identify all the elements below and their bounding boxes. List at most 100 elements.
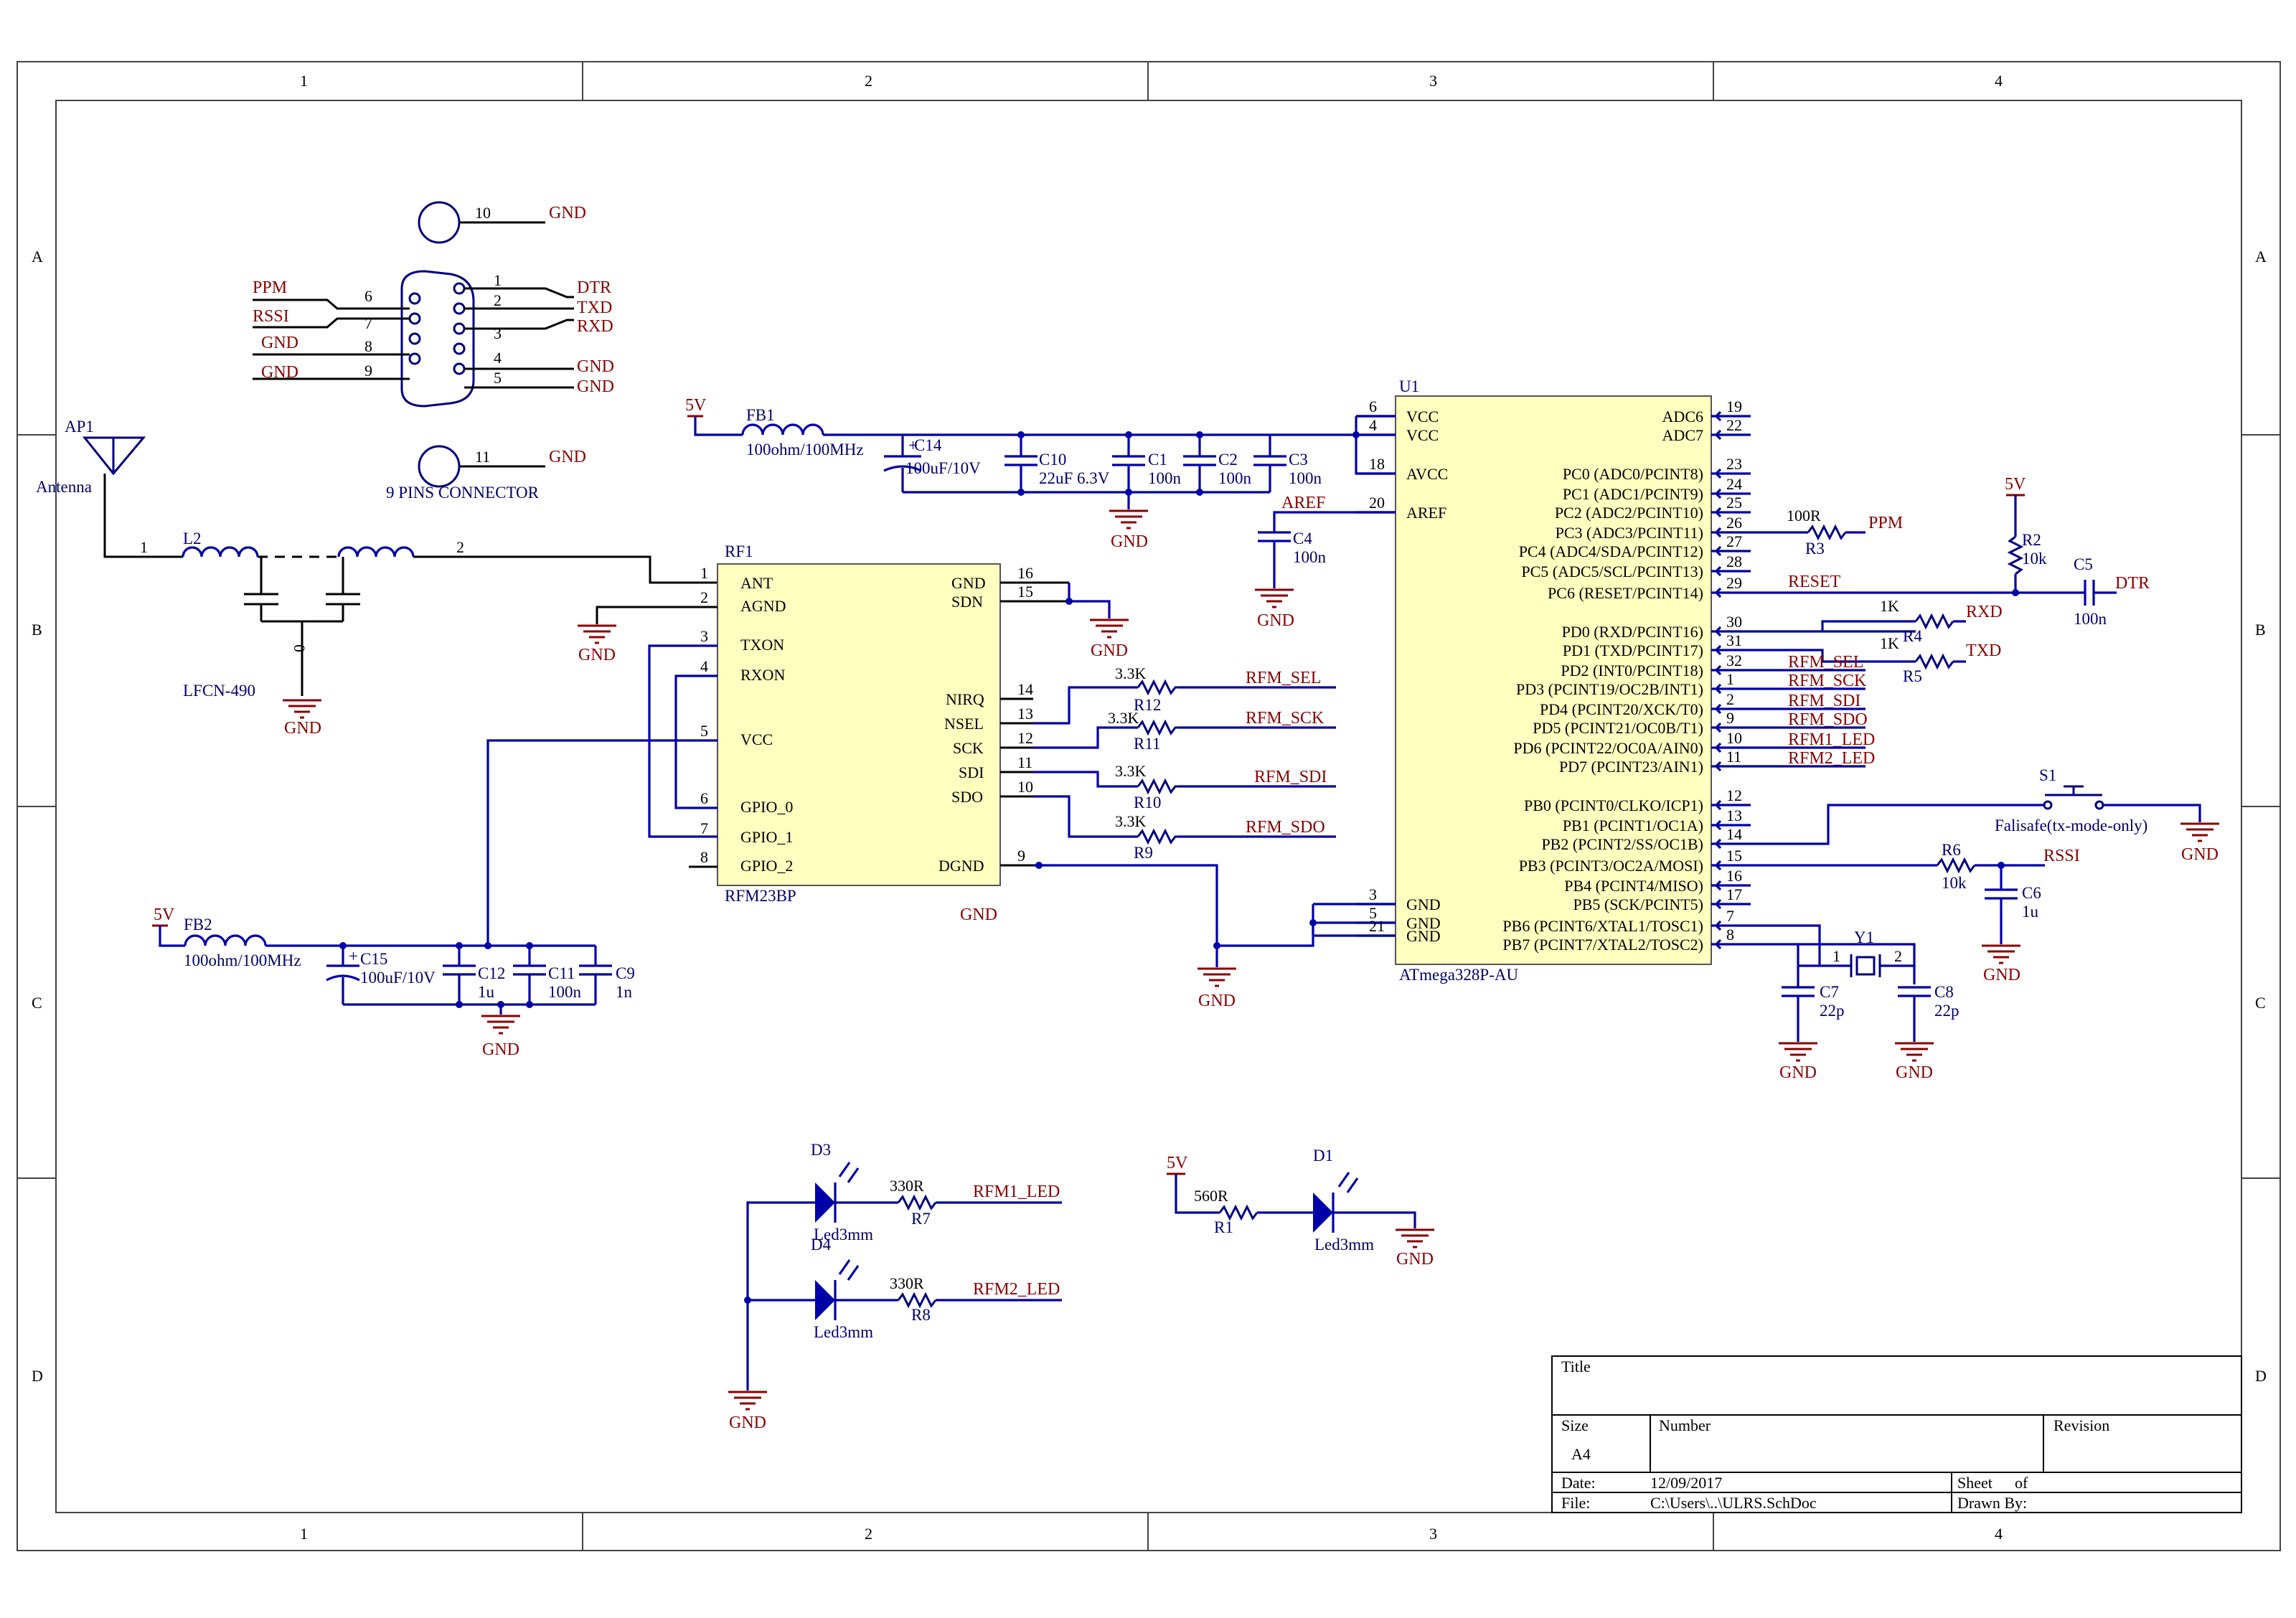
rf1-part: RFM23BP: [725, 887, 796, 905]
c14-plus: +: [908, 436, 918, 454]
rf1-pin-dgnd: DGND: [938, 857, 984, 875]
gnd-rf1-sdn: GND: [1091, 641, 1128, 660]
c4-value: 100n: [1293, 548, 1327, 566]
c12-value: 1u: [478, 983, 495, 1001]
pin-num-4: 4: [494, 349, 502, 367]
u1-pin-avcc: AVCC: [1406, 465, 1448, 483]
c12-ref: C12: [478, 964, 505, 982]
u1-pin-8: PC6 (RESET/PCINT14): [1548, 584, 1703, 602]
rf1-ref: RF1: [725, 542, 753, 560]
u1-pin-10: PD1 (TXD/PCINT17): [1563, 641, 1703, 659]
connector-9pin: 10 GND 11 GND 6 7 8 9 PPM RSSI GND GND 1…: [253, 201, 614, 502]
gnd-rf1-agnd: GND: [578, 646, 616, 664]
aref-section: AREF C4 100n GND: [1255, 494, 1396, 630]
net-rfm-sdo-rf: RFM_SDO: [1246, 818, 1325, 837]
u1-pin-gnd: GND: [1406, 914, 1441, 932]
r3-ref: R3: [1805, 540, 1825, 558]
sheet-label: Sheet: [1957, 1474, 1992, 1492]
size-value: A4: [1571, 1445, 1591, 1463]
net-rssi-conn: RSSI: [253, 307, 289, 326]
u1-pin-15: PD6 (PCINT22/OC0A/AIN0): [1513, 739, 1703, 757]
u1-pin-aref: AREF: [1406, 504, 1446, 522]
net-ppm-mcu: PPM: [1868, 514, 1903, 532]
r12-value: 3.3K: [1115, 664, 1147, 682]
rf1-num-4: 4: [700, 657, 708, 675]
mount-hole-10: [418, 201, 461, 244]
date-value: 12/09/2017: [1650, 1474, 1722, 1492]
u1-num-19: 19: [1726, 398, 1742, 415]
gnd-d1: GND: [1396, 1250, 1434, 1269]
u1-num-31: 31: [1726, 631, 1742, 649]
c15-value: 100uF/10V: [360, 969, 436, 987]
c7-value: 22p: [1820, 1002, 1845, 1020]
u1-pin-19: PB2 (PCINT2/SS/OC1B): [1541, 835, 1703, 853]
gnd-top-caps: GND: [1111, 532, 1148, 551]
u1-pin-4: PC2 (ADC2/PCINT10): [1555, 504, 1703, 522]
l2-pin2: 2: [456, 538, 464, 556]
filter-part: LFCN-490: [183, 682, 255, 700]
pin-num-3: 3: [494, 324, 502, 342]
net-dtr-conn: DTR: [577, 278, 611, 297]
c9-ref: C9: [616, 964, 635, 982]
pin-num-10: 10: [475, 204, 491, 222]
y1-crystal: [1855, 956, 1876, 976]
l2-inductor-a: [182, 546, 259, 558]
l2-ref: L2: [183, 530, 202, 547]
rf1-num-2: 2: [700, 588, 708, 606]
rf1-pin-gpio1: GPIO_1: [740, 828, 793, 846]
u1-ref: U1: [1399, 377, 1419, 395]
net-gnd-conn-4: GND: [577, 357, 614, 376]
net-rfm-sck-rf: RFM_SCK: [1246, 709, 1325, 728]
row-label-c-right: C: [2255, 994, 2266, 1012]
rf1-pin-sck: SCK: [953, 739, 984, 757]
c10-ref: C10: [1039, 451, 1066, 469]
r10-value: 3.3K: [1115, 762, 1147, 780]
u1-num-15: 15: [1726, 847, 1742, 865]
row-label-c: C: [32, 994, 42, 1012]
pin-num-6: 6: [364, 287, 372, 305]
led-section: GND D3 Led3mm 330R R7 RFM1_LED D4 Led3mm…: [728, 1141, 1434, 1432]
mount-hole-11: [418, 445, 461, 488]
r7-value: 330R: [890, 1177, 924, 1195]
rf1-module: RF1 RFM23BP ANT AGND TXON RXON VCC GPIO_…: [486, 542, 1396, 1010]
antenna-label: Antenna: [36, 478, 92, 496]
rf1-num-10: 10: [1017, 778, 1033, 796]
c1-ref: C1: [1148, 451, 1167, 469]
u1-num-11: 11: [1726, 748, 1741, 766]
c1-value: 100n: [1148, 469, 1182, 487]
row-label-a-right: A: [2255, 248, 2267, 265]
r6-ref: R6: [1942, 841, 1961, 859]
col-label-2: 2: [865, 72, 872, 90]
u1-pin-5: PC3 (ADC3/PCINT11): [1556, 524, 1703, 542]
u1-pin-20: PB3 (PCINT3/OC2A/MOSI): [1519, 857, 1703, 875]
c15-plus: +: [349, 947, 358, 965]
v5-bottom: 5V: [154, 906, 175, 924]
r5-ref: R5: [1903, 667, 1922, 685]
u1-pin-18: PB1 (PCINT1/OC1A): [1563, 817, 1703, 834]
net-txd-mcu: TXD: [1966, 641, 2001, 660]
u1-pin-vcc: VCC: [1406, 426, 1439, 444]
file-label: File:: [1561, 1494, 1590, 1512]
v5-d1: 5V: [1167, 1154, 1188, 1172]
fb2-ref: FB2: [184, 916, 212, 933]
u1-num-21: 21: [1369, 917, 1385, 935]
u1-num-24: 24: [1726, 475, 1742, 493]
u1-pin-0: ADC6: [1662, 408, 1703, 425]
rf1-pin-gpio2: GPIO_2: [740, 857, 793, 875]
u1-pin-13: PD4 (PCINT20/XCK/T0): [1540, 700, 1703, 718]
c8-value: 22p: [1934, 1002, 1959, 1020]
c14-ref: C14: [914, 436, 942, 454]
rf1-pin-gpio0: GPIO_0: [740, 798, 793, 816]
fb1-value: 100ohm/100MHz: [746, 441, 864, 458]
u1-pin-23: PB6 (PCINT6/XTAL1/TOSC1): [1502, 917, 1703, 935]
r11-ref: R11: [1134, 735, 1161, 753]
pin-num-7: 7: [364, 314, 372, 332]
u1-pin-gnd: GND: [1406, 927, 1441, 945]
r1-value: 560R: [1194, 1187, 1228, 1205]
u1-num-18: 18: [1369, 455, 1385, 473]
net-rfm-sdi-mcu: RFM_SDI: [1788, 692, 1860, 710]
rf1-num-14: 14: [1017, 680, 1033, 698]
net-rfm-sel-rf: RFM_SEL: [1246, 669, 1321, 687]
c9-value: 1n: [616, 983, 633, 1001]
net-aref: AREF: [1281, 494, 1325, 512]
